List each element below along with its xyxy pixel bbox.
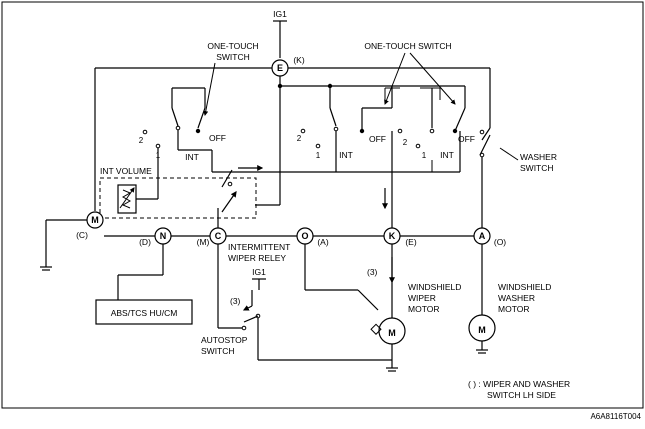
svg-text:SWITCH: SWITCH [216,52,250,62]
windshield-washer-motor: M WINDSHIELD WASHER MOTOR [468,244,551,354]
svg-text:E: E [277,63,283,73]
svg-text:(3): (3) [230,296,241,306]
connector-k: K (E) [383,227,417,247]
svg-text:(D): (D) [139,237,151,247]
svg-text:WINDSHIELD: WINDSHIELD [408,282,461,292]
svg-text:WASHER: WASHER [498,293,535,303]
svg-text:OFF: OFF [209,133,226,143]
ig1-top-feed: IG1 [273,9,287,58]
svg-text:(O): (O) [494,237,506,247]
svg-text:OFF: OFF [369,134,386,144]
svg-text:SWITCH: SWITCH [520,163,554,173]
svg-text:OFF: OFF [458,134,475,144]
svg-text:WIPER RELEY: WIPER RELEY [228,253,286,263]
svg-text:C: C [215,231,222,241]
svg-text:WIPER: WIPER [408,293,436,303]
svg-text:2: 2 [403,138,408,147]
svg-text:ABS/TCS HU/CM: ABS/TCS HU/CM [111,308,178,318]
svg-text:MOTOR: MOTOR [408,304,439,314]
figure-code: A6A8116T004 [590,412,641,421]
autostop-switch: IG1 (3) AUTOSTOP SWITCH [201,244,392,361]
connector-m: M (C) [76,211,104,240]
svg-text:IG1: IG1 [252,267,266,277]
svg-text:INT VOLUME: INT VOLUME [100,166,152,176]
svg-text:WASHER: WASHER [520,152,557,162]
svg-text:MOTOR: MOTOR [498,304,529,314]
svg-text:M: M [388,328,396,338]
svg-text:INTERMITTENT: INTERMITTENT [228,242,290,252]
svg-text:1: 1 [422,151,427,160]
legend-note: ( ) : WIPER AND WASHER [468,379,570,389]
svg-text:INT: INT [440,150,454,160]
svg-text:(A): (A) [317,237,329,247]
windshield-wiper-motor: (3) M WINDSHIELD WIPER MOTOR [304,244,461,372]
connector-e: E (K) [271,55,305,77]
svg-text:(M): (M) [197,237,210,247]
svg-text:ONE-TOUCH SWITCH: ONE-TOUCH SWITCH [364,41,451,51]
svg-text:(3): (3) [367,267,378,277]
connector-n: N (D) [139,227,172,247]
svg-text:(E): (E) [405,237,417,247]
internal-bus [255,76,466,206]
legend-note-2: SWITCH LH SIDE [487,390,556,400]
svg-text:O: O [301,231,308,241]
connector-e-pin: (K) [293,55,305,65]
one-touch-switch-right: ONE-TOUCH SWITCH 2 1 INT OFF 2 1 INT OFF [297,41,475,228]
wiper-switch-outline [94,67,491,211]
svg-text:K: K [389,231,396,241]
one-touch-switch-left: ONE-TOUCH SWITCH 2 1 INT OFF [139,41,259,172]
svg-text:SWITCH: SWITCH [201,346,235,356]
svg-text:INT: INT [185,152,199,162]
svg-text:INT: INT [339,150,353,160]
svg-text:WINDSHIELD: WINDSHIELD [498,282,551,292]
svg-text:(C): (C) [76,230,88,240]
connector-o: O (A) [296,227,329,247]
svg-text:A: A [479,231,486,241]
connector-c: C (M) [197,227,227,247]
ig1-top-label: IG1 [273,9,287,19]
svg-text:2: 2 [297,134,302,143]
svg-text:AUTOSTOP: AUTOSTOP [201,335,248,345]
svg-text:1: 1 [316,151,321,160]
intermittent-relay-box: INT VOLUME INTERMITTENT WIPER RELEY [99,149,336,263]
svg-text:2: 2 [139,136,144,145]
washer-switch: WASHER SWITCH [479,127,557,228]
svg-text:N: N [160,231,167,241]
connector-a: A (O) [473,227,506,247]
figure-border [1,1,644,409]
abs-tcs-module: ABS/TCS HU/CM [95,244,193,325]
svg-text:M: M [478,325,486,335]
svg-text:ONE-TOUCH: ONE-TOUCH [207,41,258,51]
svg-text:M: M [91,215,99,225]
